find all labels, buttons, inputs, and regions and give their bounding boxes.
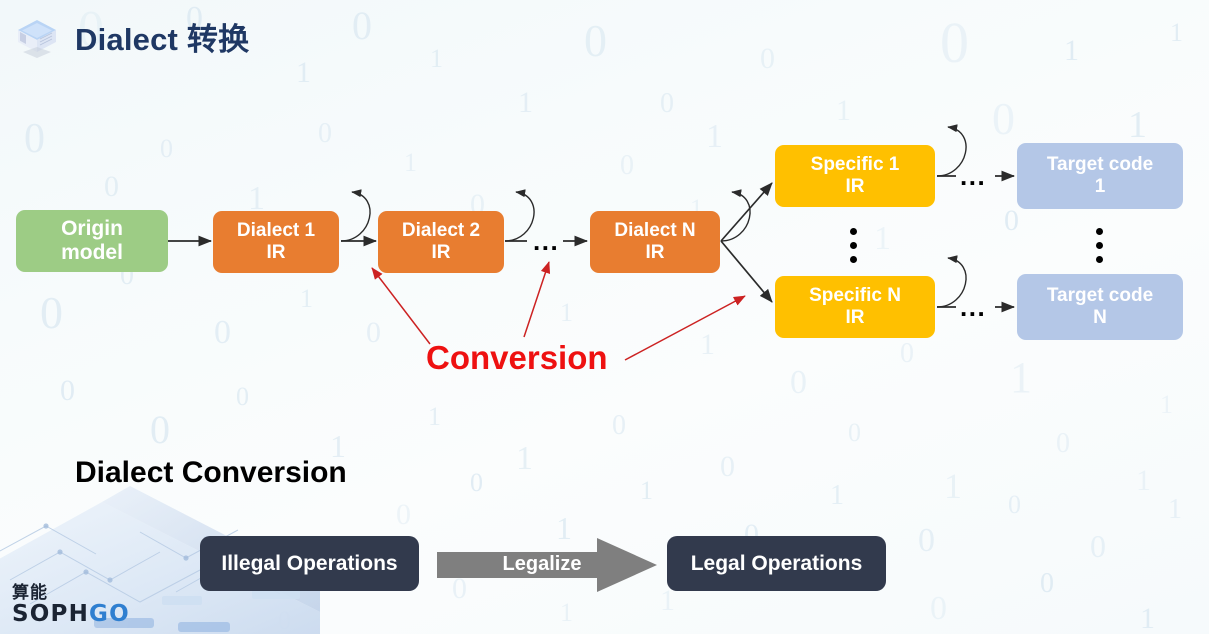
ellipsis-specific-1-to-target-1: ... [960, 161, 987, 191]
ellipsis-dot [850, 228, 857, 235]
logo-soph-text: SOPH [12, 601, 90, 627]
section-title-dialect-conversion: Dialect Conversion [75, 456, 347, 489]
page-title: Dialect 转换 [75, 22, 250, 57]
ellipsis-dot [1096, 242, 1103, 249]
ellipsis-specific-vertical [850, 228, 857, 263]
ellipsis-specific-n-to-target-n: ... [960, 292, 987, 322]
illegal-operations-label: Illegal Operations [221, 551, 398, 575]
logo-go-text: GO [89, 601, 130, 627]
slide-header: Dialect 转换 [0, 0, 1209, 72]
legal-operations-label: Legal Operations [690, 551, 863, 575]
ellipsis-target-vertical [1096, 228, 1103, 263]
ellipsis-dialect-chain: ... [533, 226, 560, 256]
illegal-operations-box[interactable]: Illegal Operations [200, 536, 419, 591]
sophgo-logo: 算能 SOPHGO [12, 584, 132, 626]
conversion-annotation-label: Conversion [426, 339, 608, 376]
ellipsis-dot [1096, 256, 1103, 263]
ellipsis-dot [850, 242, 857, 249]
logo-wordmark: SOPHGO [12, 603, 132, 626]
legalize-arrow [437, 538, 657, 592]
ellipsis-dot [1096, 228, 1103, 235]
legalize-label: Legalize [502, 553, 582, 575]
cube-box-icon [18, 20, 56, 58]
legal-operations-box[interactable]: Legal Operations [667, 536, 886, 591]
ellipsis-dot [850, 256, 857, 263]
